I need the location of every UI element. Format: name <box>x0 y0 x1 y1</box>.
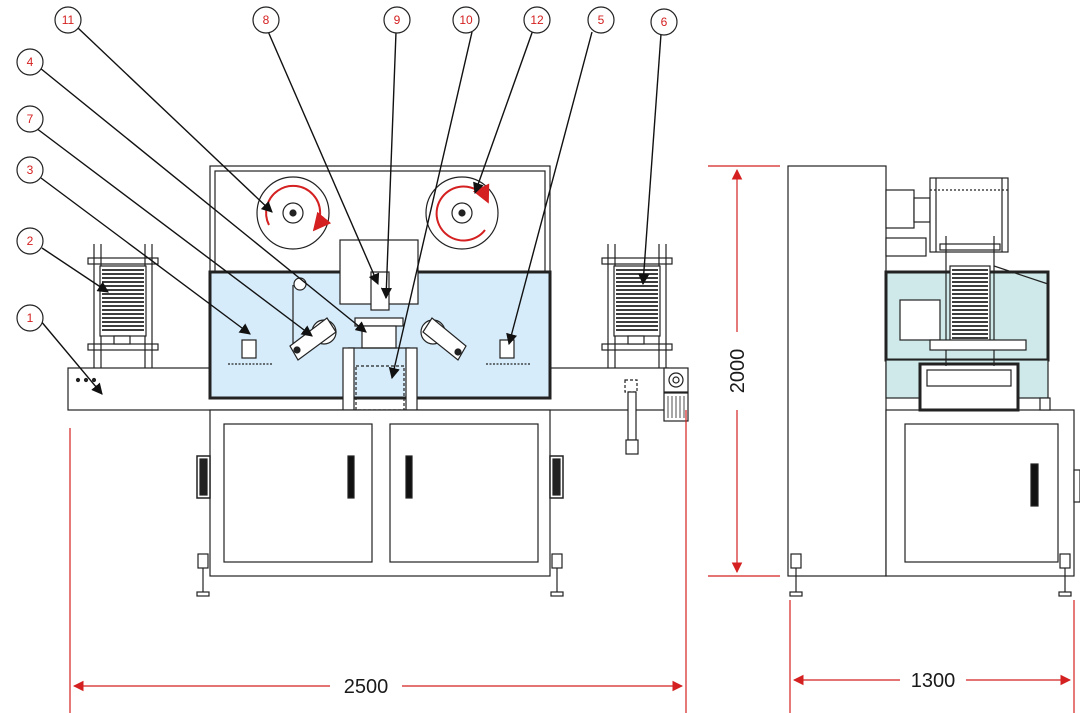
dimension-lines <box>69 165 1075 713</box>
callout-label: 11 <box>62 13 75 27</box>
callout-11: 11 <box>54 6 82 34</box>
callout-label: 10 <box>459 13 473 27</box>
left-film-reel <box>256 176 332 250</box>
left-sensor <box>241 339 257 359</box>
callout-9: 9 <box>383 6 411 34</box>
right-film-reel <box>425 176 499 250</box>
callout-8: 8 <box>252 6 280 34</box>
callout-label: 9 <box>394 13 401 27</box>
guide-roller <box>293 277 307 291</box>
callout-3: 3 <box>16 156 44 184</box>
callout-6: 6 <box>650 8 678 36</box>
callout-7: 7 <box>16 105 44 133</box>
callout-label: 1 <box>27 311 34 325</box>
callout-label: 5 <box>598 13 605 27</box>
callout-10: 10 <box>452 6 480 34</box>
callout-12: 12 <box>523 6 551 34</box>
callout-label: 6 <box>661 15 668 29</box>
left-stack-magazine <box>87 244 159 368</box>
left-rocker-arm <box>289 317 337 361</box>
side-view <box>787 165 1080 597</box>
base-cabinet <box>196 409 564 597</box>
callout-label: 4 <box>27 55 34 69</box>
right-stack-magazine <box>601 244 673 368</box>
callout-label: 7 <box>27 112 34 126</box>
callout-2: 2 <box>16 227 44 255</box>
callout-label: 8 <box>263 13 270 27</box>
sealing-head <box>339 239 419 411</box>
callout-label: 2 <box>27 234 34 248</box>
leader-lines <box>35 27 662 395</box>
right-sensor <box>499 339 515 359</box>
side-width-dimension: 1300 <box>911 670 956 692</box>
height-dimension: 2000 <box>727 349 749 394</box>
callout-label: 12 <box>530 13 544 27</box>
right-rocker-arm <box>420 317 467 361</box>
front-width-dimension: 2500 <box>344 676 389 698</box>
conveyor-motor <box>663 367 689 422</box>
callout-1: 1 <box>16 304 44 332</box>
callout-label: 3 <box>27 163 34 177</box>
callout-4: 4 <box>16 48 44 76</box>
callout-5: 5 <box>587 6 615 34</box>
front-view <box>67 165 689 597</box>
lift-cylinder <box>624 379 639 455</box>
